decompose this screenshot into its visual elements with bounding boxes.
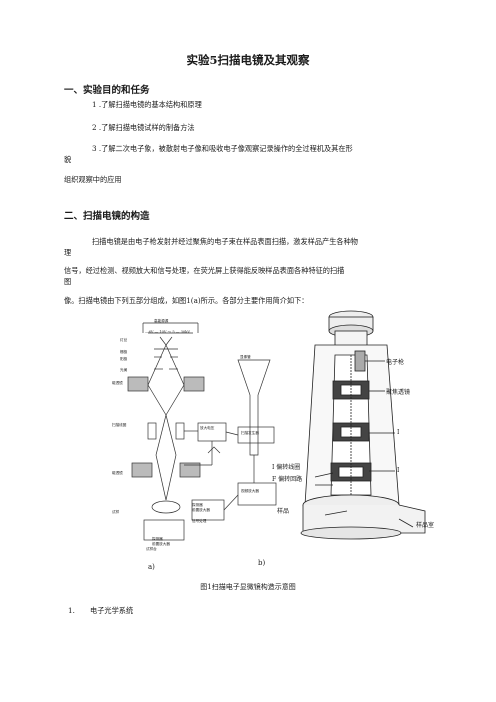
label-lens1: 磁透镜 [112, 381, 123, 385]
objective-item-3-wrap: 貌 [64, 155, 72, 164]
para-line-4: 图 [64, 277, 72, 286]
label-detector: 探测器 [192, 503, 203, 507]
para-line-1: 扫描电镜是由电子枪发射并经过聚焦的电子束在样品表面扫描，激发样品产生各种物 [92, 237, 358, 246]
label-preamp: 前置放大器 [192, 508, 210, 512]
objective-item-3-cont: 组织观察中的应用 [64, 175, 122, 184]
list-item-number: 1. [68, 606, 75, 615]
para-line-5: 像。扫描电镜由下列五部分组成，如图1(a)所示。各部分主要作用简介如下： [64, 296, 309, 305]
label-anode: 阳极 [120, 357, 128, 361]
label-roman1: I [397, 429, 400, 436]
sem-schematic-a [127, 322, 277, 541]
page-title: 实验5扫描电镜及其观察 [186, 53, 310, 67]
label-deflect: F 偏转回路 [272, 476, 303, 483]
label-ped: 试样台 [146, 547, 157, 551]
section2-heading: 二、扫描电镜的构造 [64, 211, 150, 222]
label-aperture: 光阑 [120, 368, 128, 372]
para-line-2: 理 [64, 248, 72, 257]
label-grid: 栅极 [120, 350, 128, 354]
label-lens2: 磁透镜 [112, 471, 123, 475]
label-amp1: 放大电压 [200, 426, 215, 430]
list-item-text: 电子光学系统 [90, 606, 134, 615]
subfigure-b-label: b) [258, 559, 266, 567]
label-sample: 试样 [112, 510, 120, 514]
label-signal-proc: 信号处理 [192, 519, 207, 523]
label-sample-b: 样品 [277, 508, 290, 515]
label-detector2: 探测器 [152, 537, 163, 541]
figure-1: 高能源源 —6V — 10V ～ 5 — 30kV 灯丝 栅极 阳极 光阑 磁透… [60, 305, 440, 575]
label-filament: 灯丝 [120, 338, 128, 342]
label-roman2: I [397, 467, 400, 474]
label-crt: 显像管 [240, 355, 251, 359]
section1-heading: 一、实验目的和任务 [64, 85, 150, 96]
subfigure-a-label: a) [148, 563, 155, 571]
label-coil: I 偏转线圈 [272, 464, 301, 471]
label-focus-lens: 聚焦透镜 [386, 389, 411, 396]
label-gun: 电子枪 [386, 359, 405, 366]
sem-column-b [300, 310, 426, 540]
label-chamber: 样品室 [416, 522, 435, 529]
objective-item-2: 2 .了解扫描电镜试样的制备方法 [92, 123, 195, 132]
objective-item-3: 3 .了解二次电子象，被散射电子像和吸收电子像观察记录操作的全过程机及其在形 [92, 144, 353, 153]
para-line-3: 信号，经过检测、视频放大和信号处理，在荧光屏上获得能反映样品表面各种特征的扫描 [64, 266, 345, 275]
label-scan-coil: 扫描线圈 [112, 423, 127, 427]
label-preamp2: 前置放大器 [152, 542, 170, 546]
figure-caption: 图1扫描电子显微镜构造示意图 [200, 583, 296, 591]
label-voltage: —6V — 10V ～ 5 — 30kV [145, 330, 190, 334]
objective-item-1: 1 .了解扫描电镜的基本结构和原理 [92, 100, 202, 109]
label-top-power: 高能源源 [154, 319, 169, 323]
label-video-amp: 视频放大器 [241, 489, 259, 493]
label-scan-gen: 扫描发生器 [241, 431, 259, 435]
